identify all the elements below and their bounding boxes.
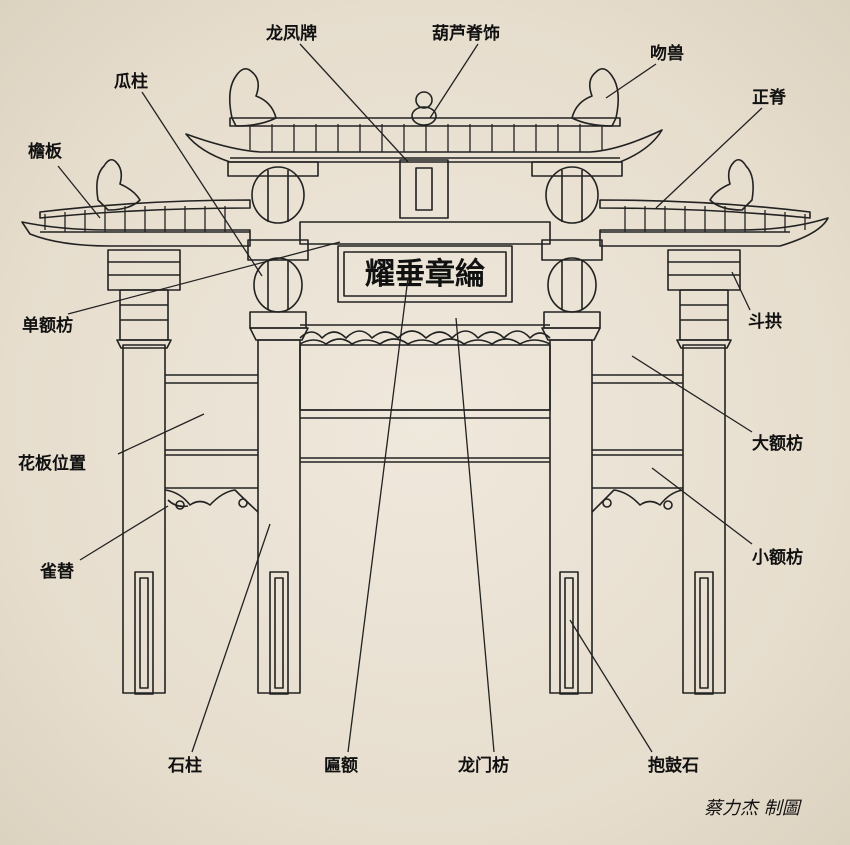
label-shizhu: 石柱 — [168, 756, 202, 776]
label-baogushi: 抱鼓石 — [648, 756, 699, 776]
center-posts — [247, 166, 603, 329]
side-brackets — [107, 249, 741, 341]
side-roofs — [21, 158, 829, 247]
label-queti: 雀替 — [40, 562, 74, 582]
label-danefang: 单额枋 — [22, 316, 73, 336]
label-biane: 匾额 — [324, 756, 358, 776]
label-longfengpai: 龙凤牌 — [266, 24, 317, 44]
center-beams — [299, 324, 551, 463]
label-yanban: 檐板 — [28, 142, 62, 162]
label-dae: 大额枋 — [752, 434, 803, 454]
label-longmenfang: 龙门枋 — [458, 756, 509, 776]
label-wenshou: 吻兽 — [650, 44, 684, 64]
label-zhengji: 正脊 — [752, 88, 786, 108]
main-roof — [185, 68, 663, 219]
label-xiaoe: 小额枋 — [752, 548, 803, 568]
label-dougong: 斗拱 — [748, 312, 782, 332]
leader-lines — [57, 43, 763, 753]
upper-beam — [299, 221, 551, 303]
label-huluji: 葫芦脊饰 — [432, 24, 500, 44]
side-beams — [164, 374, 684, 513]
plaque-characters: 耀垂章綸 — [365, 257, 485, 292]
label-huaban: 花板位置 — [18, 454, 86, 474]
label-guazhu: 瓜柱 — [114, 72, 148, 92]
signature: 蔡力杰 制圖 — [704, 798, 800, 819]
